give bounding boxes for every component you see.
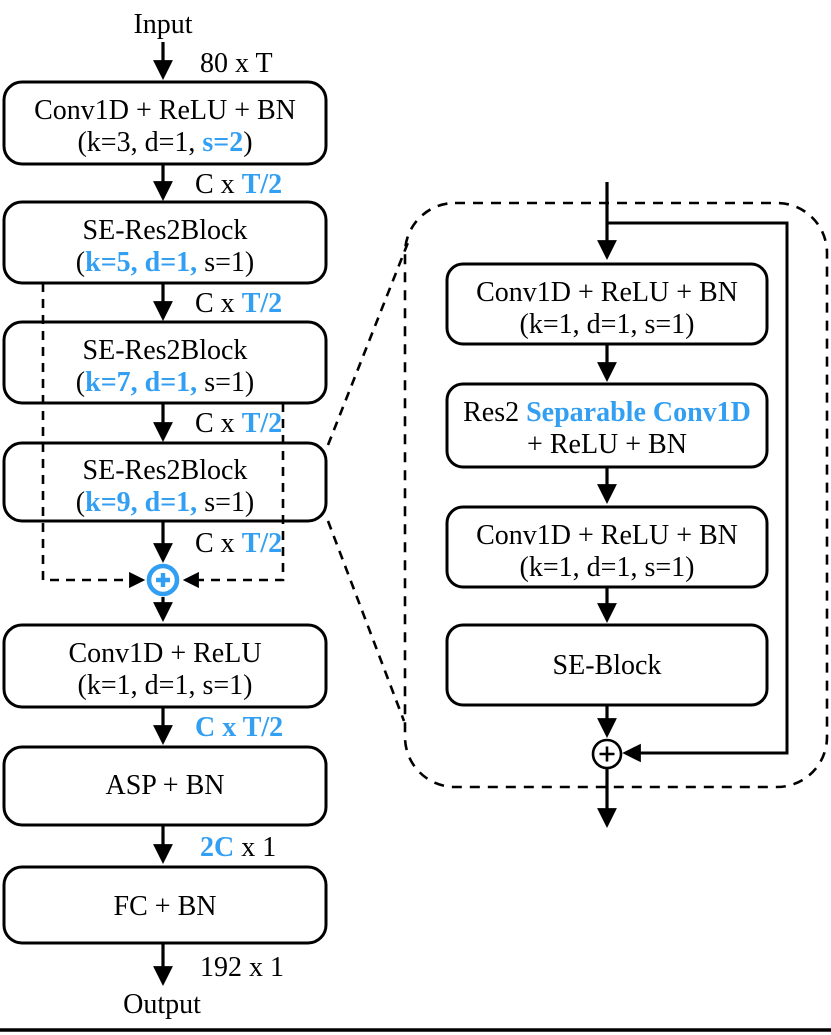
block-box bbox=[2, 441, 328, 523]
detail-panel-outline bbox=[403, 201, 829, 789]
block-box bbox=[2, 745, 328, 827]
skip-dashed-left bbox=[41, 283, 146, 589]
block-params: (k=1, d=1, s=1) bbox=[78, 670, 253, 701]
block-se-res2-k9: SE-Res2Block (k=9, d=1, s=1) bbox=[2, 441, 328, 523]
zoom-connector-bottom bbox=[326, 520, 406, 722]
detail-panel: Conv1D + ReLU + BN (k=1, d=1, s=1) Res2 … bbox=[326, 182, 829, 828]
block-params: (k=5, d=1, s=1) bbox=[76, 247, 254, 278]
block-title: Conv1D + ReLU bbox=[68, 638, 261, 669]
plus-icon bbox=[599, 746, 615, 762]
dim-label-input: 80 x T bbox=[200, 48, 273, 79]
block-params: (k=3, d=1, s=2) bbox=[77, 127, 252, 158]
block-se-res2-k5: SE-Res2Block (k=5, d=1, s=1) bbox=[2, 200, 328, 285]
block-box bbox=[2, 200, 328, 285]
dim-label-embedding: 192 x 1 bbox=[200, 952, 284, 983]
block-title: Conv1D + ReLU + BN bbox=[476, 520, 738, 551]
block-params: (k=1, d=1, s=1) bbox=[520, 552, 695, 583]
block-title: SE-Res2Block bbox=[83, 455, 248, 486]
block-box bbox=[2, 623, 328, 709]
block-fc-bn: FC + BN bbox=[2, 865, 328, 945]
block-conv-frontend: Conv1D + ReLU + BN (k=3, d=1, s=2) bbox=[2, 80, 328, 166]
sum-node-blue bbox=[146, 563, 180, 597]
input-label: Input bbox=[133, 9, 192, 40]
block-title: SE-Res2Block bbox=[83, 215, 248, 246]
block-params: (k=9, d=1, s=1) bbox=[76, 487, 254, 518]
block-params: (k=7, d=1, s=1) bbox=[76, 367, 254, 398]
dim-label-post-pool: 2C x 1 bbox=[200, 832, 276, 863]
detail-skip-line bbox=[607, 221, 789, 763]
dim-label-4: C x T/2 bbox=[195, 528, 282, 559]
zoom-connector-top bbox=[326, 239, 411, 446]
block-params: (k=1, d=1, s=1) bbox=[520, 309, 695, 340]
block-conv-1x1: Conv1D + ReLU (k=1, d=1, s=1) bbox=[2, 623, 328, 709]
block-title: SE-Res2Block bbox=[83, 335, 248, 366]
block-box bbox=[2, 320, 328, 405]
block-title: SE-Block bbox=[553, 650, 662, 681]
dim-label-3: C x T/2 bbox=[195, 408, 282, 439]
detail-block-res2-separable: Res2 Separable Conv1D + ReLU + BN bbox=[445, 382, 769, 469]
block-box bbox=[2, 80, 328, 166]
block-subtitle: + ReLU + BN bbox=[527, 429, 687, 460]
block-title: Conv1D + ReLU + BN bbox=[476, 277, 738, 308]
detail-block-conv1: Conv1D + ReLU + BN (k=1, d=1, s=1) bbox=[445, 262, 769, 346]
detail-block-se: SE-Block bbox=[445, 623, 769, 707]
sum-node-black bbox=[591, 738, 623, 770]
block-asp-bn: ASP + BN bbox=[2, 745, 328, 827]
block-title: FC + BN bbox=[114, 891, 217, 922]
output-label: Output bbox=[123, 989, 201, 1020]
main-flow: Input 80 x T Conv1D + ReLU + BN (k=3, d=… bbox=[2, 9, 328, 1020]
skip-dashed-right bbox=[182, 403, 285, 589]
block-title: ASP + BN bbox=[105, 770, 224, 801]
block-box bbox=[2, 865, 328, 945]
block-se-res2-k7: SE-Res2Block (k=7, d=1, s=1) bbox=[2, 320, 328, 405]
detail-block-conv2: Conv1D + ReLU + BN (k=1, d=1, s=1) bbox=[445, 505, 769, 589]
plus-icon bbox=[156, 573, 170, 587]
dim-label-1: C x T/2 bbox=[195, 169, 282, 200]
block-title: Conv1D + ReLU + BN bbox=[34, 95, 296, 126]
dim-label-pre-pool: C x T/2 bbox=[195, 712, 283, 743]
block-title: Res2 Separable Conv1D bbox=[463, 397, 751, 428]
dim-label-2: C x T/2 bbox=[195, 288, 282, 319]
